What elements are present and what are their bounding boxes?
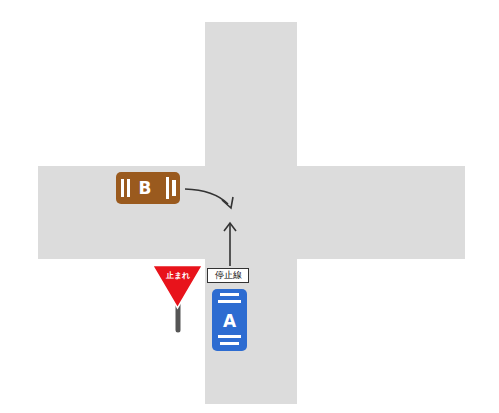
arrowhead: [224, 223, 236, 231]
car-b-path-arrow: [185, 189, 228, 204]
node-text: 停止線: [215, 269, 242, 282]
node-text: B: [139, 178, 152, 198]
car-a-path-arrow: [229, 224, 231, 266]
stop-sign-shape: [151, 264, 204, 310]
horizontal-road: [38, 166, 465, 259]
car-a: A: [212, 289, 247, 351]
car-b: B: [116, 172, 180, 204]
node-text: 止まれ: [166, 270, 190, 281]
stop-line-label: 停止線: [207, 268, 249, 283]
stop-sign: 止まれ: [151, 264, 204, 310]
arrowhead: [222, 197, 233, 208]
node-text: A: [223, 311, 236, 331]
